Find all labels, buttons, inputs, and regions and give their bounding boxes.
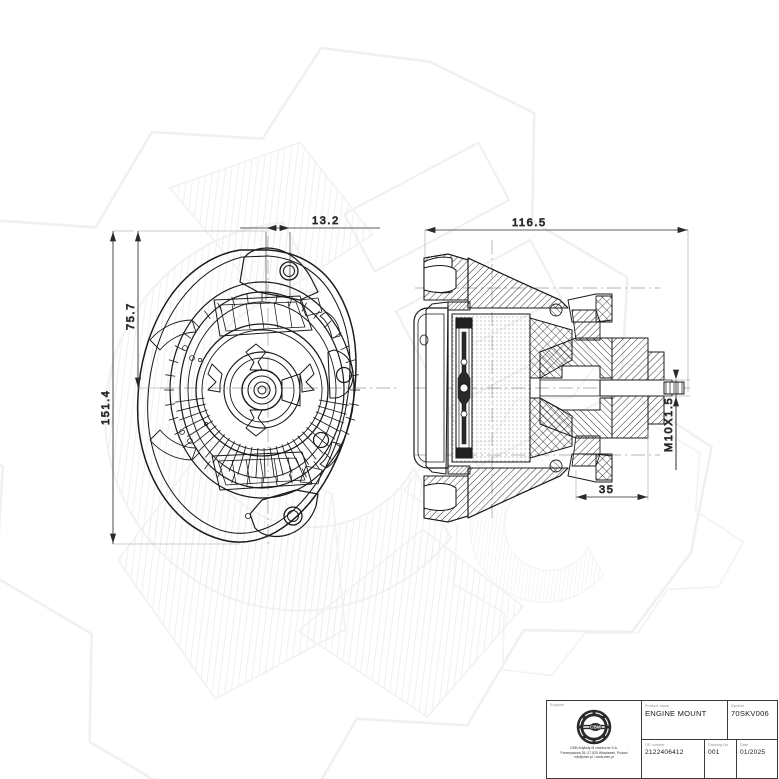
drawing-number-cell: Drawing No 001 [705, 740, 737, 778]
logo-text: CBM [590, 724, 601, 729]
supplier-address: CBM Artykuły M chaniczne S.A.Przemysłowa… [560, 746, 628, 760]
product-name-cell: Product name ENGINE MOUNT [642, 701, 728, 739]
dimension-lines: 13.2 75.7 151.4 [100, 215, 690, 545]
title-block-supplier-cell: Supplier [547, 701, 642, 778]
dimension-overall-height: 151.4 [100, 230, 240, 545]
date-value: 01/2025 [740, 749, 766, 756]
dimension-top-width: 13.2 [240, 215, 380, 300]
dim-label-116-5: 116.5 [512, 217, 547, 229]
dim-label-75-7: 75.7 [125, 302, 137, 330]
reference-caption: OE number [645, 743, 665, 747]
title-block: Supplier [546, 700, 778, 779]
title-block-row-product: Product name ENGINE MOUNT Symbol 70SKV00… [642, 701, 777, 740]
date-caption: Date [740, 743, 749, 747]
cbm-gear-logo-icon: CBM [576, 709, 612, 745]
supplier-caption: Supplier [550, 703, 565, 707]
drawing-no-value: 001 [708, 749, 720, 756]
dimension-stud-length: 35 [575, 430, 649, 501]
dim-label-13-2: 13.2 [312, 215, 340, 227]
front-view [136, 247, 360, 543]
product-name-caption: Product name [645, 704, 670, 708]
dim-label-m10: M10X1.5 [663, 397, 675, 452]
dim-label-35: 35 [599, 484, 614, 496]
supplier-logo: CBM [576, 709, 612, 745]
dim-label-151-4: 151.4 [100, 389, 112, 425]
dimension-section-width: 116.5 [424, 217, 689, 392]
dimension-mid-height: 75.7 [125, 230, 268, 389]
reference-value: 2122406412 [645, 749, 684, 756]
product-name-value: ENGINE MOUNT [645, 709, 707, 718]
date-cell: Date 01/2025 [737, 740, 777, 778]
reference-number-cell: OE number 2122406412 [642, 740, 705, 778]
title-block-row-meta: OE number 2122406412 Drawing No 001 Date… [642, 740, 777, 778]
symbol-value: 70SKV006 [731, 709, 769, 718]
dimension-thread-spec: M10X1.5 [663, 369, 690, 470]
symbol-cell: Symbol 70SKV006 [728, 701, 777, 739]
symbol-caption: Symbol [731, 704, 744, 708]
cross-section-view [413, 253, 685, 523]
drawing-no-caption: Drawing No [708, 743, 729, 747]
title-block-right: Product name ENGINE MOUNT Symbol 70SKV00… [642, 701, 777, 778]
